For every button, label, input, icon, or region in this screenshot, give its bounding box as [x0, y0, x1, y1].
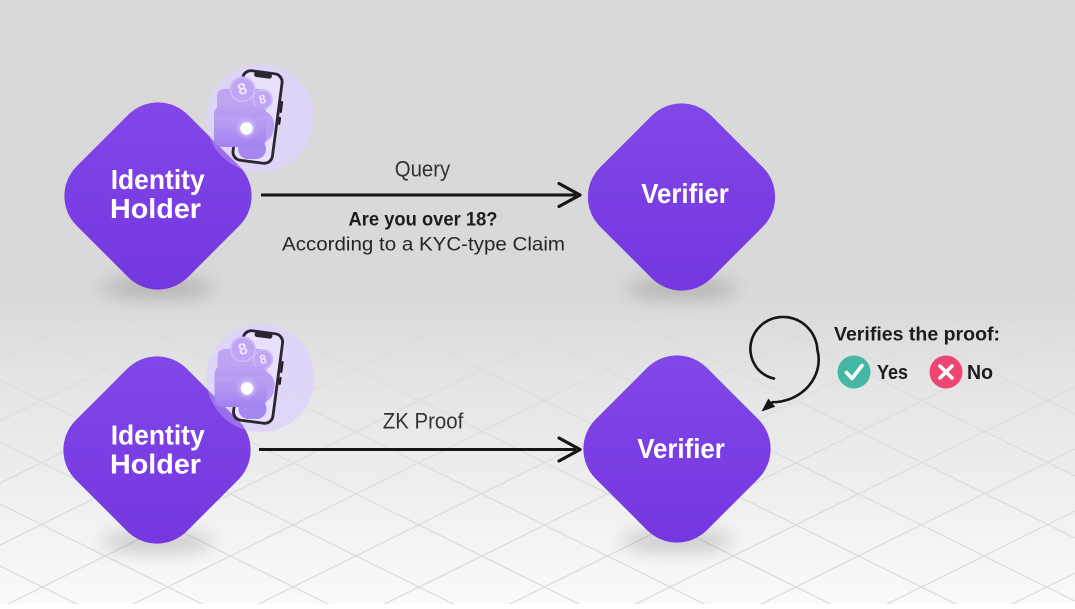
svg-text:Yes: Yes	[877, 362, 908, 384]
svg-text:Verifier: Verifier	[637, 433, 725, 464]
svg-text:Holder: Holder	[110, 449, 201, 480]
svg-text:Holder: Holder	[110, 193, 201, 224]
svg-text:According to a KYC-type Claim: According to a KYC-type Claim	[282, 234, 565, 256]
svg-text:Verifies the proof:: Verifies the proof:	[834, 324, 1000, 346]
svg-text:Are you over 18?: Are you over 18?	[349, 209, 498, 231]
svg-text:Verifier: Verifier	[641, 178, 729, 209]
svg-text:ZK Proof: ZK Proof	[383, 409, 464, 434]
svg-text:No: No	[967, 362, 993, 384]
svg-text:Identity: Identity	[111, 164, 205, 195]
svg-text:Identity: Identity	[111, 420, 205, 451]
svg-text:Query: Query	[395, 157, 451, 182]
